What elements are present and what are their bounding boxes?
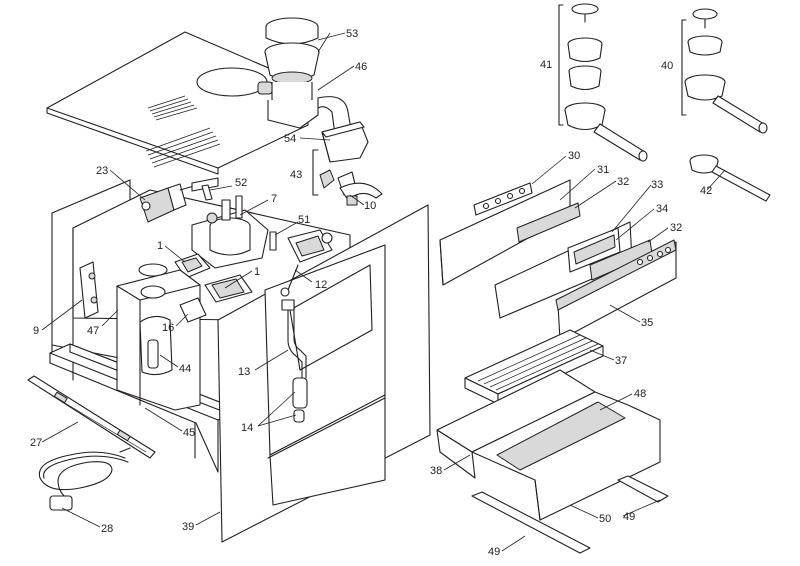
callout-7: 7 bbox=[271, 193, 277, 205]
control-panel-parts bbox=[439, 179, 677, 341]
callout-42: 42 bbox=[700, 185, 712, 197]
callout-51: 51 bbox=[298, 214, 310, 226]
callout-53: 53 bbox=[346, 28, 358, 40]
callout-34: 34 bbox=[656, 203, 668, 215]
callout-38: 38 bbox=[430, 465, 442, 477]
callout-54: 54 bbox=[284, 133, 296, 145]
callout-40: 40 bbox=[661, 60, 673, 72]
callout-48: 48 bbox=[634, 388, 646, 400]
t-fitting bbox=[191, 177, 219, 201]
drip-tray-assembly bbox=[436, 329, 669, 554]
callout-31: 31 bbox=[597, 164, 609, 176]
callout-12: 12 bbox=[315, 279, 327, 291]
callout-47: 47 bbox=[87, 325, 99, 337]
callout-27: 27 bbox=[30, 437, 42, 449]
solenoid-valve bbox=[269, 229, 333, 263]
pump bbox=[139, 183, 195, 223]
callout-30: 30 bbox=[568, 150, 580, 162]
callout-14: 14 bbox=[241, 422, 253, 434]
leader-lines bbox=[41, 32, 726, 552]
callout-46: 46 bbox=[355, 61, 367, 73]
callout-49b: 49 bbox=[488, 546, 500, 558]
callout-28: 28 bbox=[101, 523, 113, 535]
callout-45: 45 bbox=[183, 427, 195, 439]
callout-9: 9 bbox=[33, 325, 39, 337]
callout-41: 41 bbox=[540, 59, 552, 71]
callout-23: 23 bbox=[96, 165, 108, 177]
level-sensor bbox=[79, 261, 99, 319]
measuring-spoon bbox=[689, 154, 771, 202]
callout-16: 16 bbox=[162, 322, 174, 334]
filter-holder-double bbox=[558, 3, 648, 162]
callout-33: 33 bbox=[651, 179, 663, 191]
top-cover-plate bbox=[46, 31, 309, 175]
power-cord bbox=[38, 447, 131, 511]
pipes bbox=[280, 264, 308, 423]
callout-37: 37 bbox=[615, 355, 627, 367]
callout-1b: 1 bbox=[254, 266, 260, 278]
water-tank bbox=[116, 263, 207, 411]
grinder-hopper bbox=[257, 17, 353, 136]
boiler bbox=[191, 195, 269, 269]
callout-49a: 49 bbox=[623, 511, 635, 523]
callout-52: 52 bbox=[235, 177, 247, 189]
callout-43: 43 bbox=[290, 169, 302, 181]
control-boards bbox=[174, 253, 253, 303]
callout-44: 44 bbox=[179, 363, 191, 375]
side-rail bbox=[27, 375, 156, 459]
callout-labels: 53 46 54 43 10 23 52 7 51 1 1 12 9 47 16… bbox=[30, 28, 712, 558]
callout-10: 10 bbox=[364, 200, 376, 212]
callout-50: 50 bbox=[599, 513, 611, 525]
callout-39: 39 bbox=[182, 521, 194, 533]
callout-32a: 32 bbox=[617, 176, 629, 188]
callout-32b: 32 bbox=[670, 222, 682, 234]
filter-holder-single bbox=[681, 8, 768, 134]
callout-13: 13 bbox=[238, 366, 250, 378]
callout-35: 35 bbox=[641, 317, 653, 329]
callout-1a: 1 bbox=[157, 240, 163, 252]
grounds-drawer bbox=[321, 121, 369, 163]
